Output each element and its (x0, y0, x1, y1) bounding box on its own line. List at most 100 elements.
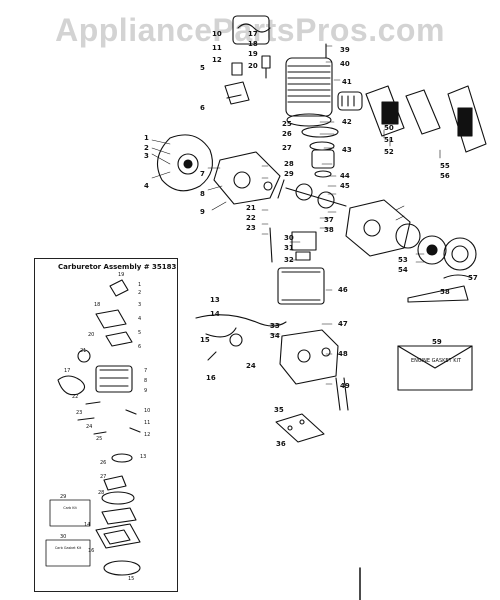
carb-callout-16: 16 (88, 548, 94, 554)
callout-24: 24 (246, 362, 256, 370)
leader-lines (151, 45, 441, 385)
carb-callout-25: 25 (96, 436, 102, 442)
callout-7: 7 (200, 170, 205, 178)
carb-callout-8: 8 (144, 378, 147, 384)
carb-callout-26: 26 (100, 460, 106, 466)
callout-53: 53 (398, 256, 408, 264)
callout-59: 59 (432, 338, 442, 346)
carb-callout-28: 28 (98, 490, 104, 496)
callout-31: 31 (284, 244, 294, 252)
callout-58: 58 (440, 288, 450, 296)
carb-callout-5: 5 (138, 330, 141, 336)
callout-20: 20 (248, 62, 258, 70)
callout-33: 33 (270, 322, 280, 330)
callout-36: 36 (276, 440, 286, 448)
carb-callout-3: 3 (138, 302, 141, 308)
carb-gasket-kit-box (45, 539, 91, 567)
callout-25: 25 (282, 120, 292, 128)
callout-4: 4 (144, 182, 149, 190)
piston (301, 126, 339, 178)
callout-3: 3 (144, 152, 149, 160)
callout-34: 34 (270, 332, 280, 340)
callout-6: 6 (200, 104, 205, 112)
callout-52: 52 (384, 148, 394, 156)
callout-48: 48 (338, 350, 348, 358)
callout-26: 26 (282, 130, 292, 138)
carb-callout-15: 15 (128, 576, 134, 582)
callout-19: 19 (248, 50, 258, 58)
carb-callout-27: 27 (100, 474, 106, 480)
flywheel (156, 134, 213, 192)
callout-28: 28 (284, 160, 294, 168)
callout-35: 35 (274, 406, 284, 414)
callout-15: 15 (200, 336, 210, 344)
carb-kit-label: Carb Kit (63, 506, 77, 510)
callout-2: 2 (144, 144, 149, 152)
callout-1: 1 (144, 134, 149, 142)
clutch (417, 235, 477, 279)
callout-54: 54 (398, 266, 408, 274)
carb-callout-1: 1 (138, 282, 141, 288)
callout-57: 57 (468, 274, 478, 282)
carb-callout-19: 19 (118, 272, 124, 278)
carb-callout-7: 7 (144, 368, 147, 374)
engine-gasket-kit-label: ENGINE GASKET KIT (410, 358, 462, 364)
callout-16: 16 (206, 374, 216, 382)
fuel-lines (195, 314, 287, 361)
carburetor-assembly-box (34, 258, 178, 592)
callout-23: 23 (246, 224, 256, 232)
callout-30: 30 (284, 234, 294, 242)
carb-kit-box (49, 499, 91, 527)
callout-43: 43 (342, 146, 352, 154)
carb-callout-9: 9 (144, 388, 147, 394)
spark-plug (261, 55, 271, 79)
carb-callout-10: 10 (144, 408, 150, 414)
gasket-kit-envelope (397, 345, 473, 391)
callout-17: 17 (248, 30, 258, 38)
carb-callout-2: 2 (138, 290, 141, 296)
callout-11: 11 (212, 44, 222, 52)
callout-22: 22 (246, 214, 256, 222)
callout-10: 10 (212, 30, 222, 38)
carb-gasket-kit-label: Carb Gasket Kit (54, 546, 82, 550)
carb-callout-4: 4 (138, 316, 141, 322)
callout-14: 14 (210, 310, 220, 318)
fuel-tank (277, 231, 325, 305)
carb-callout-30: 30 (60, 534, 66, 540)
carburetor-assembly-title: Carburetor Assembly # 35183 (58, 263, 177, 271)
cylinder (285, 57, 333, 127)
callout-5: 5 (200, 64, 205, 72)
carb-callout-11: 11 (144, 420, 150, 426)
carburetor-parts (57, 279, 141, 576)
callout-9: 9 (200, 208, 205, 216)
air-filter-housing (365, 85, 487, 153)
callout-27: 27 (282, 144, 292, 152)
callout-13: 13 (210, 296, 220, 304)
gasket (275, 413, 325, 443)
callout-56: 56 (440, 172, 450, 180)
spark-plug-tool (407, 285, 469, 303)
ignition-module (224, 15, 271, 105)
carb-callout-6: 6 (138, 344, 141, 350)
callout-44: 44 (340, 172, 350, 180)
carb-callout-17: 17 (64, 368, 70, 374)
carb-callout-12: 12 (144, 432, 150, 438)
callout-49: 49 (340, 382, 350, 390)
callout-41: 41 (342, 78, 352, 86)
callout-47: 47 (338, 320, 348, 328)
callout-51: 51 (384, 136, 394, 144)
callout-18: 18 (248, 40, 258, 48)
carb-callout-14: 14 (84, 522, 90, 528)
callout-8: 8 (200, 190, 205, 198)
carb-callout-13: 13 (140, 454, 146, 460)
engine-base (279, 329, 339, 385)
callout-55: 55 (440, 162, 450, 170)
callout-32: 32 (284, 256, 294, 264)
callout-45: 45 (340, 182, 350, 190)
callout-40: 40 (340, 60, 350, 68)
carb-callout-22: 22 (72, 394, 78, 400)
carb-callout-24: 24 (86, 424, 92, 430)
carb-callout-18: 18 (94, 302, 100, 308)
carb-callout-20: 20 (88, 332, 94, 338)
carb-callout-23: 23 (76, 410, 82, 416)
